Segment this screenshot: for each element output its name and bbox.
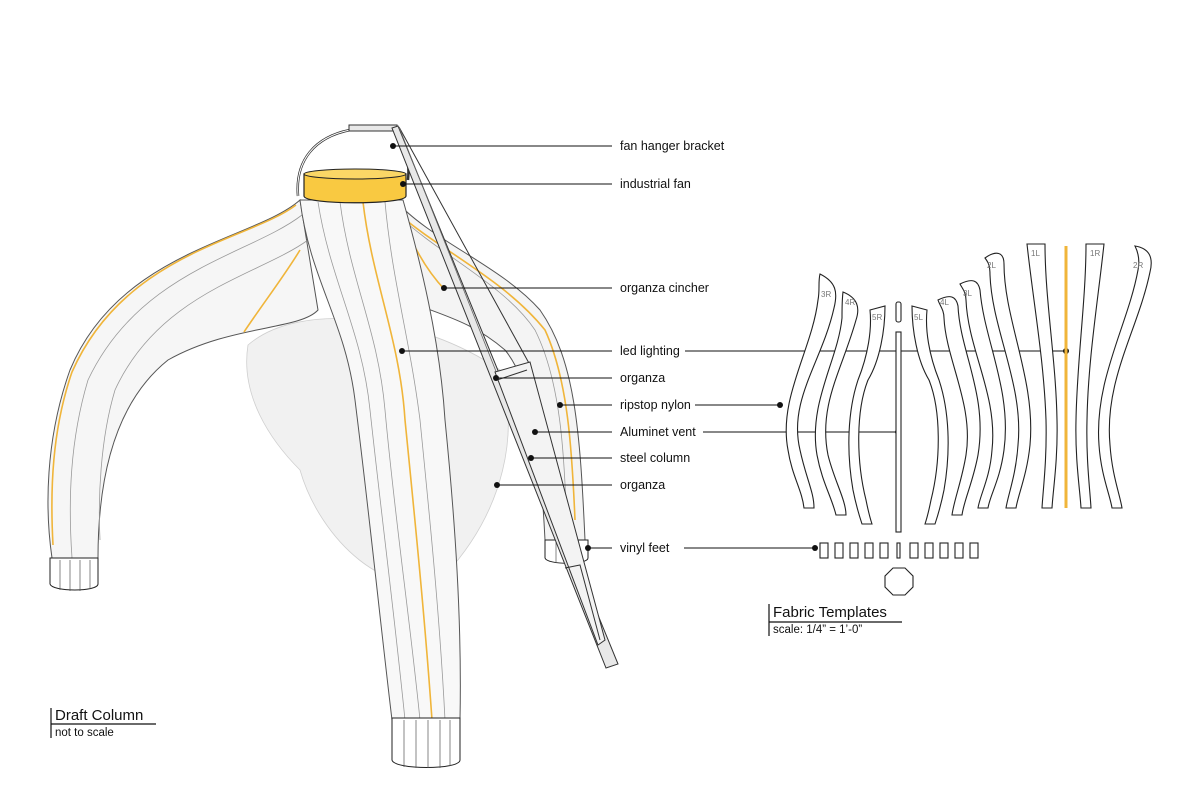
fabric-panel-4r [814, 291, 859, 516]
left-arm [47, 199, 319, 559]
draft-column-title: Draft Column [55, 707, 143, 724]
left-arm-led-strip [51, 204, 297, 546]
bracket-top-plate [348, 124, 398, 132]
label-organza-lower: organza [620, 478, 665, 492]
label-fan-hanger-bracket: fan hanger bracket [620, 139, 725, 153]
label-led-lighting: led lighting [620, 344, 680, 358]
vinyl-feet-templates [819, 542, 979, 559]
left-arm-led-strip [243, 249, 301, 333]
label-aluminet-vent: Aluminet vent [620, 425, 696, 439]
panel-label-3r: 3R [821, 290, 831, 299]
center-leg-seam [384, 201, 446, 721]
fabric-panel-1l [1026, 243, 1058, 509]
label-organza-cincher: organza cincher [620, 281, 709, 295]
fabric-center-strip-top [895, 301, 902, 323]
center-leg-led-strip [362, 201, 433, 721]
fabric-panel-5l [911, 305, 949, 525]
panel-label-5r: 5R [872, 313, 882, 322]
industrial-fan-shape [303, 173, 407, 204]
panel-label-1l: 1L [1031, 249, 1040, 258]
fabric-center-strip [895, 331, 902, 533]
aluminet-vent-shape [494, 361, 606, 646]
panel-label-5l: 5L [914, 313, 923, 322]
label-industrial-fan: industrial fan [620, 177, 691, 191]
fabric-panel-2r [1097, 245, 1152, 509]
panel-label-2r: 2R [1133, 261, 1143, 270]
fabric-templates-scale: scale: 1/4” = 1’-0” [773, 624, 862, 636]
draft-column-subtitle: not to scale [55, 727, 114, 739]
center-vinyl-foot [391, 717, 461, 768]
panel-label-4l: 4L [940, 298, 949, 307]
fabric-templates-title-block: Fabric Templates scale: 1/4” = 1’-0” [768, 604, 902, 636]
fabric-panel-3r [785, 273, 837, 509]
label-ripstop-nylon: ripstop nylon [620, 398, 691, 412]
panel-label-4r: 4R [845, 298, 855, 307]
left-vinyl-foot [49, 557, 99, 591]
label-steel-column: steel column [620, 451, 690, 465]
fabric-panel-1r [1075, 243, 1105, 509]
center-leg-seam [339, 201, 421, 721]
label-organza-upper: organza [620, 371, 665, 385]
octagon-base-template [884, 567, 914, 596]
panel-label-3l: 3L [963, 289, 972, 298]
fabric-templates: 3R 4R 5R 5L 4L 3L 2L 1L 1R 2R [785, 243, 1152, 596]
fabric-panel-4l [937, 296, 981, 516]
panel-label-2l: 2L [987, 261, 996, 270]
label-vinyl-feet: vinyl feet [620, 541, 670, 555]
left-arm-seam [69, 214, 303, 559]
panel-label-1r: 1R [1090, 249, 1100, 258]
draft-column-title-block: Draft Column not to scale [50, 707, 156, 739]
fabric-templates-title: Fabric Templates [773, 604, 887, 621]
fabric-panel-5r [848, 305, 886, 525]
left-arm-seam [98, 239, 309, 541]
draft-column-illustration [47, 124, 619, 768]
center-leg-seam [317, 201, 406, 721]
fabric-panel-2l [984, 252, 1032, 509]
fabric-panel-3l [959, 280, 1006, 509]
